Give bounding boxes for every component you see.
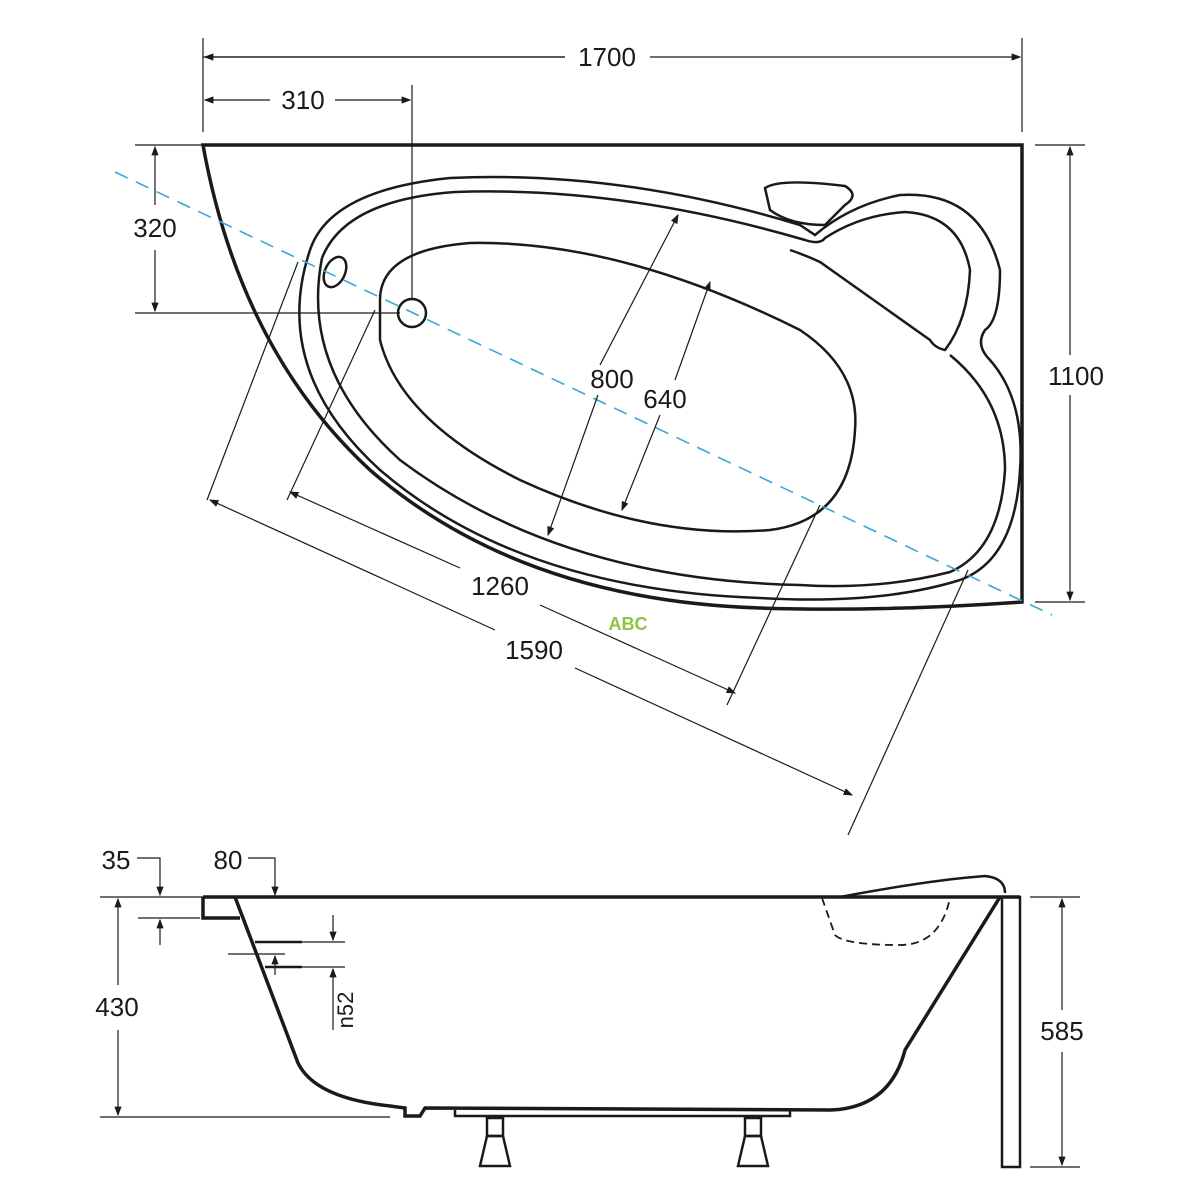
dim-585: 585 — [1040, 1016, 1083, 1046]
side-view: n52 35 80 430 585 — [95, 845, 1084, 1169]
axis-line — [114, 171, 1053, 616]
dim-80: 80 — [214, 845, 243, 875]
dim-800: 800 — [590, 364, 633, 394]
tub-profile — [233, 896, 1002, 1118]
base-frame — [453, 1110, 792, 1118]
rim-lip — [201, 897, 240, 920]
dim-1100: 1100 — [1048, 361, 1104, 391]
rim-inner — [316, 190, 1007, 588]
dim-n52: n52 — [333, 992, 358, 1029]
dim-310: 310 — [281, 85, 324, 115]
headrest-profile — [839, 874, 1007, 899]
leg-right — [736, 1116, 770, 1168]
dim-640: 640 — [643, 384, 686, 414]
dim-320: 320 — [133, 213, 176, 243]
dim-430: 430 — [95, 992, 138, 1022]
rim-outer — [298, 175, 1022, 601]
overflow-hole — [322, 255, 348, 289]
watermark-logo: ABC — [609, 614, 648, 634]
headrest — [763, 181, 854, 227]
dim-1590: 1590 — [505, 635, 563, 665]
dim-35: 35 — [102, 845, 131, 875]
basin — [378, 241, 857, 533]
leg-left — [478, 1116, 512, 1168]
dim-1260: 1260 — [471, 571, 529, 601]
tub-outline — [200, 143, 1024, 611]
top-view: 1700 310 320 1100 800 640 1260 — [114, 38, 1104, 836]
front-panel — [1000, 895, 1022, 1169]
headrest-hidden — [821, 897, 951, 946]
dim-1700: 1700 — [578, 42, 636, 72]
